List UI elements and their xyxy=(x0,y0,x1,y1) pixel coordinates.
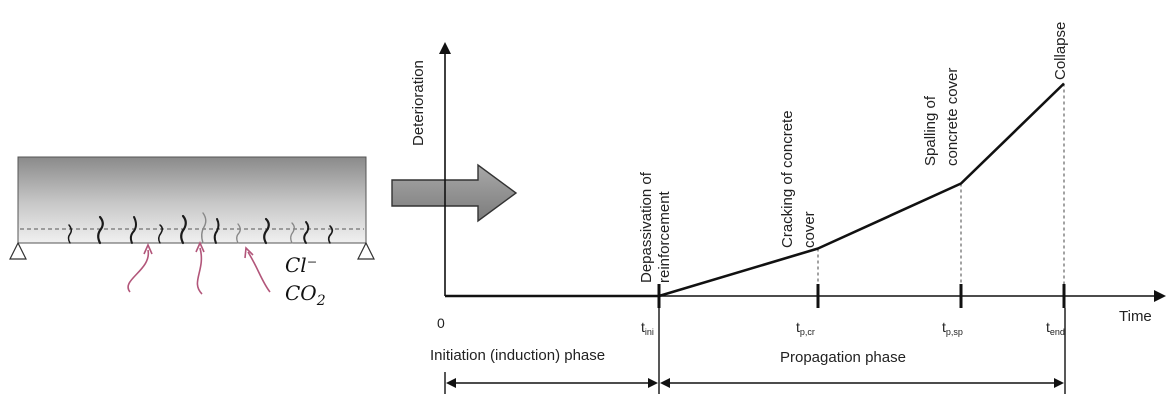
crack xyxy=(236,223,241,244)
deterioration-curve xyxy=(445,82,1065,298)
event-label-depassivation: Depassivation of reinforcement xyxy=(638,171,673,283)
tick-pcr-main: t xyxy=(796,319,800,335)
initiation-arrowhead-left xyxy=(446,378,456,388)
deterioration-chart: Deterioration Time 0 tini tp,cr tp,sp te… xyxy=(410,22,1166,337)
co2-label-main: CO xyxy=(285,281,317,305)
ingress-arrows xyxy=(127,241,271,295)
crack xyxy=(180,214,187,245)
tick-label-psp: tp,sp xyxy=(942,319,963,337)
right-support xyxy=(357,241,375,260)
origin-label: 0 xyxy=(437,315,445,331)
tick-ini-sub: ini xyxy=(645,327,654,337)
event-spalling-line1: Spalling of xyxy=(922,95,939,166)
crack xyxy=(327,225,334,244)
event-depassivation-line2: reinforcement xyxy=(656,190,673,283)
tick-psp-sub: p,sp xyxy=(946,327,963,337)
event-collapse-line1: Collapse xyxy=(1052,22,1069,80)
event-label-spalling: Spalling of concrete cover xyxy=(922,68,961,166)
crack xyxy=(303,221,310,244)
propagation-phase-label: Propagation phase xyxy=(780,349,906,366)
event-label-collapse: Collapse xyxy=(1052,22,1069,80)
crack xyxy=(290,222,295,244)
ingress-arrow xyxy=(196,247,203,295)
x-axis-label: Time xyxy=(1119,308,1152,325)
y-axis-label: Deterioration xyxy=(410,60,427,146)
left-support xyxy=(9,241,27,260)
tick-ini-main: t xyxy=(641,319,645,335)
cracks xyxy=(67,212,334,245)
crack xyxy=(97,215,104,245)
crack xyxy=(67,224,73,244)
tick-label-end: tend xyxy=(1046,319,1065,337)
ingress-arrow-head xyxy=(143,243,153,255)
crack xyxy=(263,217,270,245)
event-label-cracking: Cracking of concrete cover xyxy=(779,110,818,248)
initiation-arrowhead-right xyxy=(648,378,658,388)
tick-end-sub: end xyxy=(1050,327,1065,337)
co2-label-sub: 2 xyxy=(316,293,326,309)
ingress-arrow xyxy=(247,251,271,293)
tick-psp-main: t xyxy=(942,319,946,335)
event-depassivation-line1: Depassivation of xyxy=(638,171,655,283)
tick-label-pcr: tp,cr xyxy=(796,319,815,337)
propagation-arrowhead-right xyxy=(1054,378,1064,388)
crack xyxy=(213,218,220,244)
concrete-beam xyxy=(17,156,367,244)
event-cracking-line2: cover xyxy=(801,211,818,248)
y-axis-arrowhead xyxy=(439,42,451,54)
ingress-arrow-head xyxy=(244,246,254,259)
crack xyxy=(201,212,207,244)
initiation-phase-label: Initiation (induction) phase xyxy=(430,347,605,364)
crack xyxy=(129,216,137,244)
chloride-label: Cl⁻ xyxy=(285,253,317,277)
event-spalling-line2: concrete cover xyxy=(944,68,961,166)
ingress-arrow xyxy=(127,249,149,293)
tick-end-main: t xyxy=(1046,319,1050,335)
tick-pcr-sub: p,cr xyxy=(800,327,815,337)
concrete-beam-illustration: Cl⁻ CO2 xyxy=(9,156,375,309)
x-axis-arrowhead xyxy=(1154,290,1166,302)
time-ticks xyxy=(657,83,1066,308)
propagation-arrowhead-left xyxy=(660,378,670,388)
transition-arrow xyxy=(391,163,518,223)
co2-label: CO2 xyxy=(285,281,326,309)
event-cracking-line1: Cracking of concrete xyxy=(779,110,796,248)
phase-bands: Initiation (induction) phase Propagation… xyxy=(430,308,1066,394)
ingress-arrow-head xyxy=(195,241,205,253)
tick-label-ini: tini xyxy=(641,319,654,337)
crack xyxy=(157,224,164,244)
dashed-guides xyxy=(817,83,1065,296)
